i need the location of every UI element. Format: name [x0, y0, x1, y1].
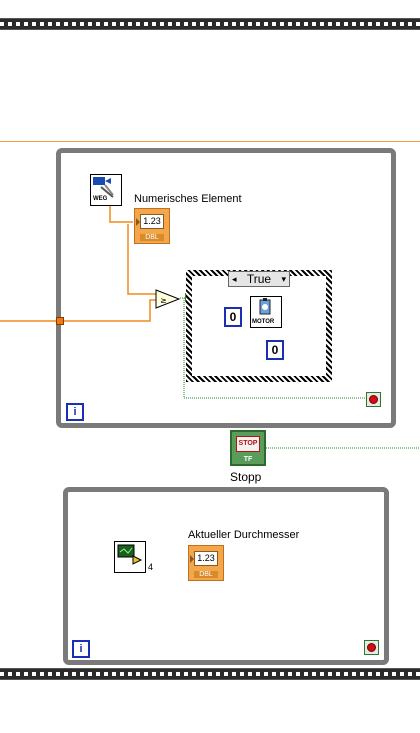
wire-tunnel-to-compare — [64, 299, 156, 322]
stop-button-label: Stopp — [230, 470, 262, 484]
case-prev-arrow[interactable]: ◂ — [232, 274, 237, 284]
wire-subvi-to-indicator — [109, 205, 133, 223]
loop-condition-stop-icon-2[interactable] — [364, 640, 379, 655]
wire-bool-to-stop — [183, 298, 366, 399]
motor-subvi-label: MOTOR — [252, 319, 275, 325]
indicator-label-numerisches: Numerisches Element — [134, 193, 242, 205]
iteration-terminal-1: i — [66, 403, 84, 421]
iteration-terminal-2: i — [72, 640, 90, 658]
numeric-constant-a[interactable]: 0 — [224, 307, 242, 327]
loop-condition-stop-icon-1[interactable] — [366, 392, 381, 407]
wire-to-compare-b — [127, 224, 156, 295]
numeric-indicator-2[interactable]: 1.23 DBL — [188, 545, 224, 581]
case-selector-value: True — [246, 272, 272, 286]
case-next-arrow[interactable]: ▾ — [281, 274, 286, 284]
indicator-value: 1.23 — [140, 214, 164, 229]
numeric-indicator-1[interactable]: 1.23 DBL — [134, 208, 170, 244]
sequence-frame-top — [0, 18, 420, 30]
diameter-subvi-number: 4 — [147, 562, 153, 572]
tunnel-terminal[interactable] — [56, 317, 64, 325]
indicator-type: DBL — [140, 234, 164, 241]
weg-subvi-label: WEG — [93, 196, 108, 202]
diameter-subvi-icon[interactable]: 4 — [114, 541, 153, 573]
indicator-type-2: DBL — [194, 571, 218, 578]
sequence-frame-bottom — [0, 668, 420, 680]
compare-node[interactable]: ≥ — [155, 289, 181, 309]
numeric-constant-b[interactable]: 0 — [266, 340, 284, 360]
weg-subvi-icon[interactable]: WEG — [90, 174, 122, 206]
stop-button-face: STOP — [236, 436, 260, 452]
indicator-label-durchmesser: Aktueller Durchmesser — [188, 529, 300, 541]
case-selector[interactable]: ◂ True ▾ — [228, 271, 290, 287]
svg-text:≥: ≥ — [160, 296, 167, 305]
stop-button-type: TF — [243, 456, 253, 463]
motor-subvi-icon[interactable]: MOTOR — [250, 296, 282, 328]
while-loop-2[interactable] — [63, 487, 389, 665]
frame-edge-line — [0, 141, 420, 142]
indicator-value-2: 1.23 — [194, 551, 218, 566]
stop-button-control[interactable]: STOP TF — [230, 430, 266, 466]
